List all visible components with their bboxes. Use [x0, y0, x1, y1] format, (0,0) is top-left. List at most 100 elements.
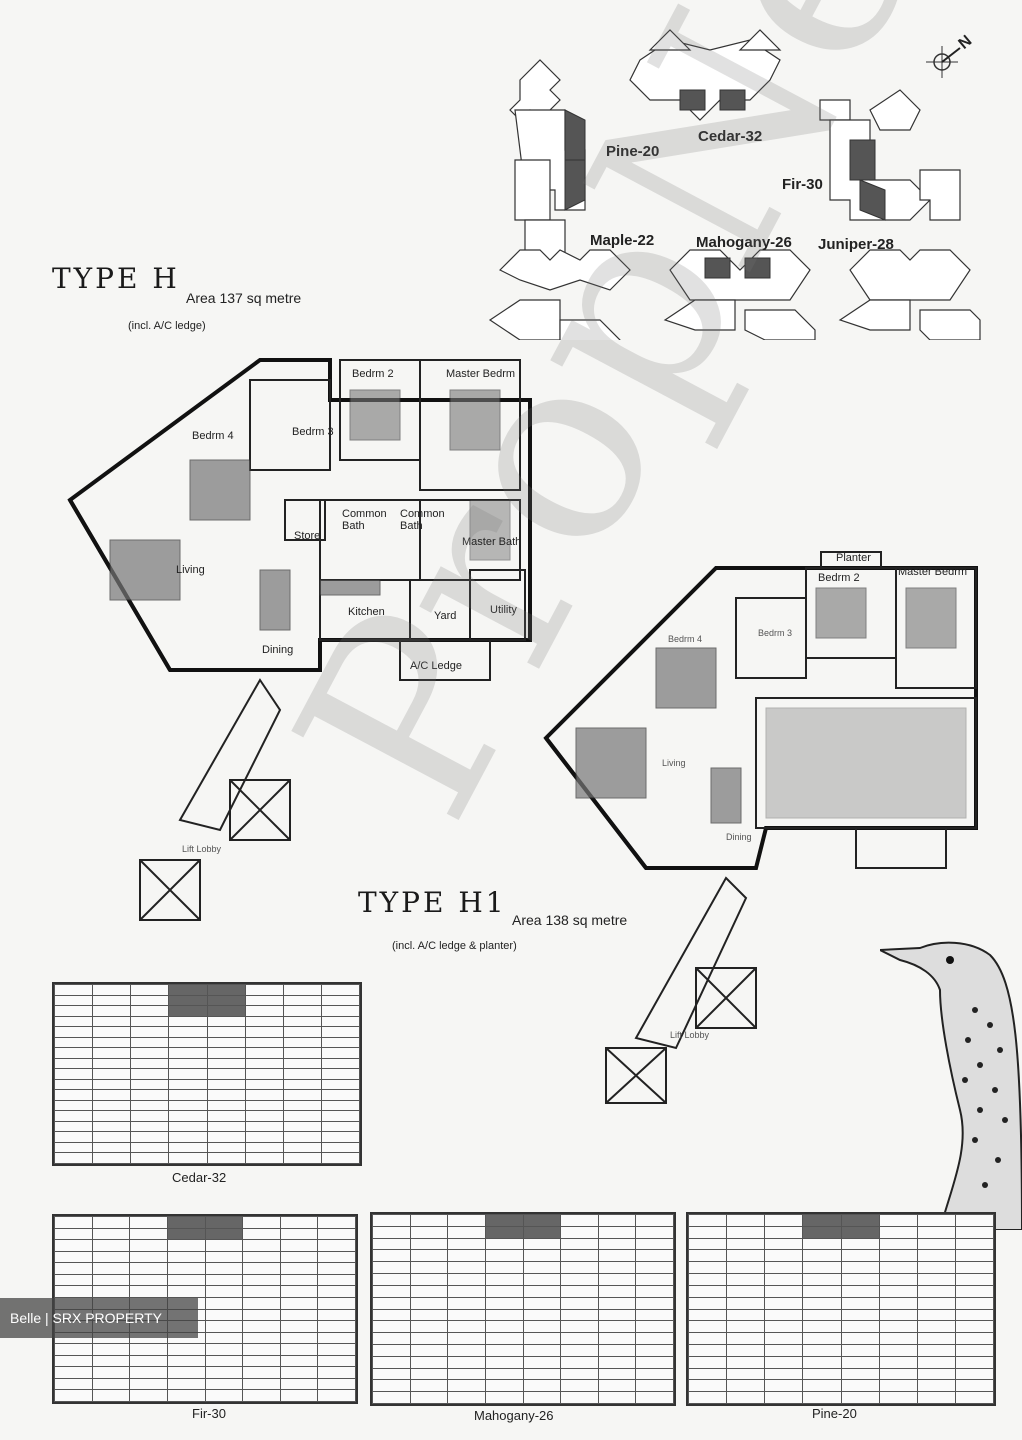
- table-cell: [279, 1285, 319, 1298]
- table-cell: [130, 1005, 170, 1017]
- table-cell: [242, 1296, 281, 1310]
- table-cell: [687, 1379, 728, 1393]
- table-cell: [597, 1343, 637, 1357]
- table-cell: [168, 1120, 208, 1133]
- type-h-title: TYPE H: [52, 262, 180, 295]
- table-cell: [447, 1367, 486, 1381]
- table-cell: [840, 1261, 880, 1275]
- table-cell: [204, 1354, 244, 1368]
- table-cell: [129, 1285, 168, 1298]
- table-cell: [597, 1225, 637, 1239]
- table-cell: [840, 1367, 880, 1381]
- table-cell: [279, 1296, 319, 1310]
- table-cell: [840, 1379, 880, 1393]
- table-cell: [92, 1089, 132, 1101]
- table-cell: [317, 1262, 356, 1275]
- table-cell: [409, 1249, 449, 1263]
- table-cell: [282, 1026, 322, 1038]
- table-cell: [206, 1015, 246, 1028]
- table-cell: [764, 1320, 804, 1334]
- table-cell: [53, 1026, 94, 1038]
- table-cell: [522, 1332, 562, 1345]
- table-cell: [687, 1355, 728, 1369]
- table-cell: [409, 1379, 449, 1393]
- table-cell: [447, 1225, 486, 1239]
- room-h1-master-bedrm: Master Bedrm: [898, 566, 968, 578]
- unit-table-pine: [686, 1212, 996, 1406]
- block-label-fir: Fir-30: [782, 176, 823, 193]
- table-cell: [130, 1131, 170, 1143]
- table-cell: [597, 1284, 637, 1298]
- unit-table-caption-mahogany: Mahogany-26: [474, 1408, 554, 1423]
- table-cell: [166, 1354, 206, 1368]
- table-cell: [53, 1141, 94, 1154]
- table-cell: [166, 1250, 206, 1264]
- table-cell: [372, 1237, 411, 1251]
- table-cell: [130, 1047, 170, 1059]
- table-cell: [206, 1152, 246, 1164]
- table-cell: [409, 1273, 449, 1286]
- table-cell: [320, 1089, 361, 1101]
- table-cell: [878, 1249, 918, 1263]
- table-cell: [282, 1131, 322, 1143]
- table-cell: [206, 984, 246, 996]
- table-cell: [954, 1249, 995, 1263]
- table-cell: [802, 1225, 842, 1239]
- table-cell: [242, 1343, 281, 1356]
- room-ac-ledge: A/C Ledge: [410, 660, 462, 672]
- table-cell: [168, 1026, 208, 1038]
- table-cell: [447, 1261, 486, 1275]
- table-cell: [916, 1225, 956, 1239]
- table-cell: [130, 1026, 170, 1038]
- table-cell: [244, 1015, 284, 1028]
- table-cell: [726, 1308, 766, 1322]
- table-cell: [129, 1366, 168, 1379]
- table-cell: [130, 1152, 170, 1164]
- table-cell: [168, 1068, 208, 1080]
- table-cell: [687, 1261, 728, 1275]
- room-h1-living: Living: [662, 758, 686, 768]
- table-cell: [802, 1320, 842, 1334]
- table-cell: [560, 1332, 599, 1345]
- table-cell: [635, 1320, 674, 1334]
- table-cell: [282, 1036, 322, 1049]
- table-cell: [635, 1391, 674, 1404]
- table-cell: [484, 1379, 524, 1393]
- room-common-bath-1: Common Bath: [342, 508, 387, 532]
- table-cell: [168, 1036, 208, 1049]
- table-cell: [204, 1216, 244, 1229]
- table-cell: [409, 1261, 449, 1275]
- table-cell: [764, 1237, 804, 1251]
- table-cell: [279, 1377, 319, 1391]
- table-cell: [687, 1214, 728, 1227]
- unit-table-caption-fir: Fir-30: [192, 1406, 226, 1421]
- table-cell: [53, 1036, 94, 1049]
- table-cell: [320, 984, 361, 996]
- table-cell: [320, 1057, 361, 1070]
- table-cell: [206, 1078, 246, 1091]
- table-cell: [447, 1308, 486, 1322]
- table-cell: [282, 1099, 322, 1112]
- table-cell: [53, 994, 94, 1007]
- table-cell: [409, 1225, 449, 1239]
- table-cell: [279, 1227, 319, 1241]
- table-cell: [244, 1141, 284, 1154]
- table-cell: [916, 1237, 956, 1251]
- table-cell: [522, 1237, 562, 1251]
- table-cell: [282, 1141, 322, 1154]
- table-cell: [522, 1343, 562, 1357]
- table-cell: [954, 1367, 995, 1381]
- table-cell: [916, 1320, 956, 1334]
- table-cell: [242, 1308, 281, 1322]
- table-cell: [282, 1005, 322, 1017]
- table-cell: [560, 1343, 599, 1357]
- table-cell: [320, 1026, 361, 1038]
- table-cell: [484, 1225, 524, 1239]
- table-cell: [597, 1249, 637, 1263]
- room-h1-lift-lobby: Lift Lobby: [670, 1030, 710, 1040]
- table-cell: [635, 1332, 674, 1345]
- table-cell: [204, 1285, 244, 1298]
- table-cell: [726, 1296, 766, 1310]
- table-cell: [522, 1284, 562, 1298]
- table-cell: [130, 994, 170, 1007]
